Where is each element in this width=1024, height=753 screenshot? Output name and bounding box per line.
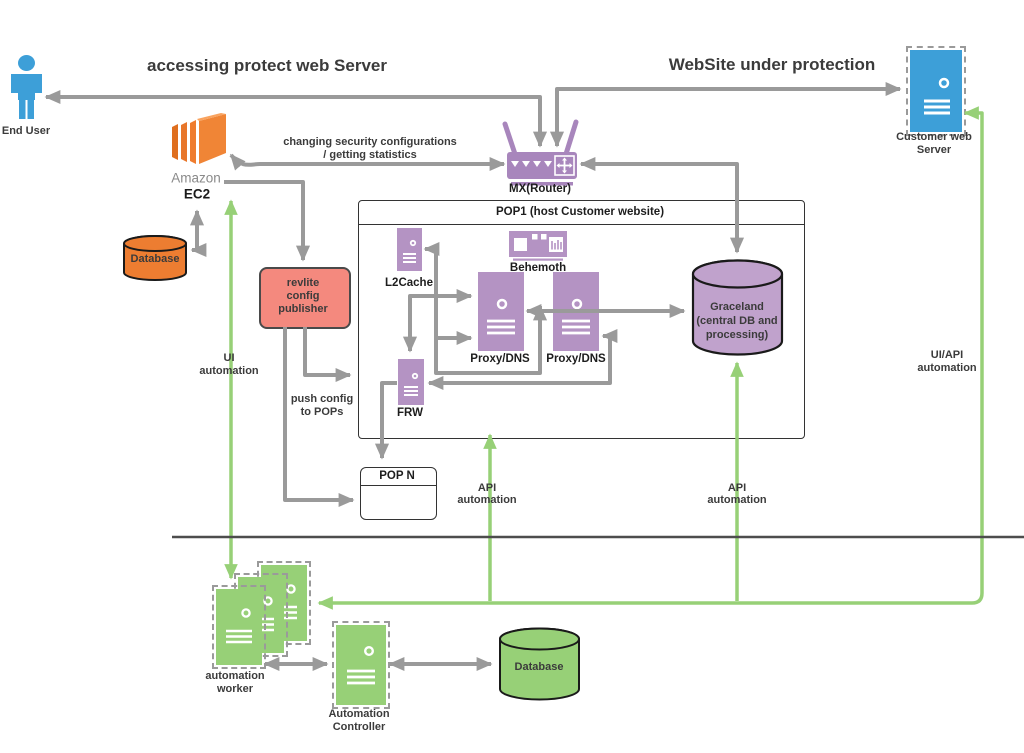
revlite-label-2: config — [286, 290, 320, 302]
graceland-label-1: Graceland — [710, 301, 764, 313]
mx-router-icon — [500, 116, 584, 186]
api-automation-left-label-2: automation — [457, 494, 517, 506]
customer-server-label-2: Server — [916, 144, 952, 156]
l2cache-label: L2Cache — [385, 277, 433, 289]
graceland-label-3: processing) — [705, 329, 769, 341]
aws-database-cylinder — [122, 234, 188, 282]
pop1-title: POP1 (host Customer website) — [495, 206, 665, 218]
automation-controller-label-1: Automation — [328, 708, 390, 720]
proxy-dns-left-label: Proxy/DNS — [470, 353, 530, 365]
edge-revlite-pop1 — [303, 327, 352, 383]
automation-database-cylinder — [498, 627, 581, 701]
automation-worker-label-1: automation — [205, 670, 265, 682]
revlite-label-1: revlite — [286, 277, 320, 289]
ui-automation-label-2: automation — [199, 365, 259, 377]
frw-label: FRW — [397, 407, 423, 419]
router-label: MX(Router) — [509, 183, 571, 195]
aws-database-label: Database — [130, 253, 180, 265]
edge-ec2-revlite — [224, 180, 311, 262]
edge-router-customer — [549, 81, 902, 148]
proxy-dns-right-label: Proxy/DNS — [546, 353, 606, 365]
amazon-ec2-icon — [170, 110, 228, 168]
automation-worker-label-2: worker — [216, 683, 254, 695]
api-automation-right-label-2: automation — [707, 494, 767, 506]
l2cache-server-icon — [397, 228, 422, 271]
ec2-label: EC2 — [183, 186, 211, 202]
end-user-label: End User — [1, 125, 51, 137]
ui-api-automation-label-2: automation — [917, 362, 977, 374]
api-automation-left-label-1: API — [477, 482, 497, 494]
proxy-dns-right-server-icon — [553, 272, 599, 351]
customer-web-server-icon — [906, 46, 966, 136]
ui-api-automation-label-1: UI/API — [930, 349, 964, 361]
behemoth-appliance-icon — [509, 231, 567, 261]
revlite-label-3: publisher — [278, 303, 328, 315]
changing-config-label-2: / getting statistics — [323, 149, 417, 161]
automation-controller-label-2: Controller — [332, 721, 386, 733]
end-user-icon — [8, 55, 45, 121]
push-config-label-1: push config — [290, 393, 354, 405]
changing-config-label-1: changing security configurations — [283, 136, 457, 148]
frw-server-icon — [398, 359, 424, 405]
customer-server-label-1: Customer web — [896, 131, 972, 143]
push-config-label-2: to POPs — [300, 406, 344, 418]
api-automation-right-label-1: API — [727, 482, 747, 494]
amazon-label: Amazon — [171, 170, 221, 186]
edge-ec2-awsdb — [189, 209, 207, 258]
ui-automation-label-1: UI — [223, 352, 235, 364]
title-accessing: accessing protect web Server — [146, 56, 388, 75]
title-protection: WebSite under protection — [668, 55, 876, 74]
graceland-label-2: (central DB and — [696, 315, 778, 327]
automation-controller-server-icon — [332, 621, 390, 709]
automation-worker-server-front-icon — [212, 585, 266, 669]
behemoth-label: Behemoth — [509, 262, 567, 274]
proxy-dns-left-server-icon — [478, 272, 524, 351]
pop-n-label: POP N — [379, 470, 415, 482]
automation-database-label: Database — [514, 661, 564, 673]
